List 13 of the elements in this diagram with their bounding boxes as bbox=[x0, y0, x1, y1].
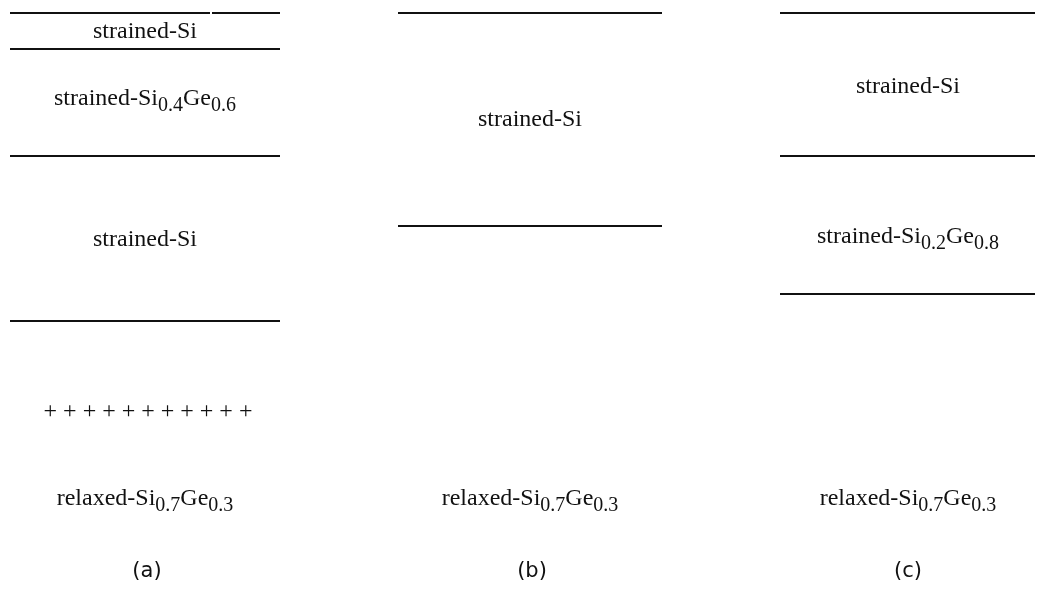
layer-label: relaxed-Si$_{0.7}$Ge$_{0.3}$ bbox=[441, 484, 619, 516]
layer-label: relaxed-Si$_{0.7}$Ge$_{0.3}$ bbox=[56, 484, 234, 516]
dislocation-marks: + + + + + + + + + + + bbox=[43, 396, 253, 424]
layer-label: strained-Si$_{0.2}$Ge$_{0.8}$ bbox=[817, 222, 999, 254]
panel-caption: (c) bbox=[894, 558, 922, 582]
layer-label: strained-Si$_{0.4}$Ge$_{0.6}$ bbox=[54, 84, 236, 116]
layer-label: strained-Si bbox=[856, 71, 960, 99]
layer-label: strained-Si bbox=[93, 224, 197, 252]
layer-label: strained-Si bbox=[93, 16, 197, 44]
panel-caption: (b) bbox=[517, 558, 547, 582]
layer-label: strained-Si bbox=[478, 104, 582, 132]
panel-caption: (a) bbox=[132, 558, 162, 582]
layer-label: relaxed-Si$_{0.7}$Ge$_{0.3}$ bbox=[819, 484, 997, 516]
